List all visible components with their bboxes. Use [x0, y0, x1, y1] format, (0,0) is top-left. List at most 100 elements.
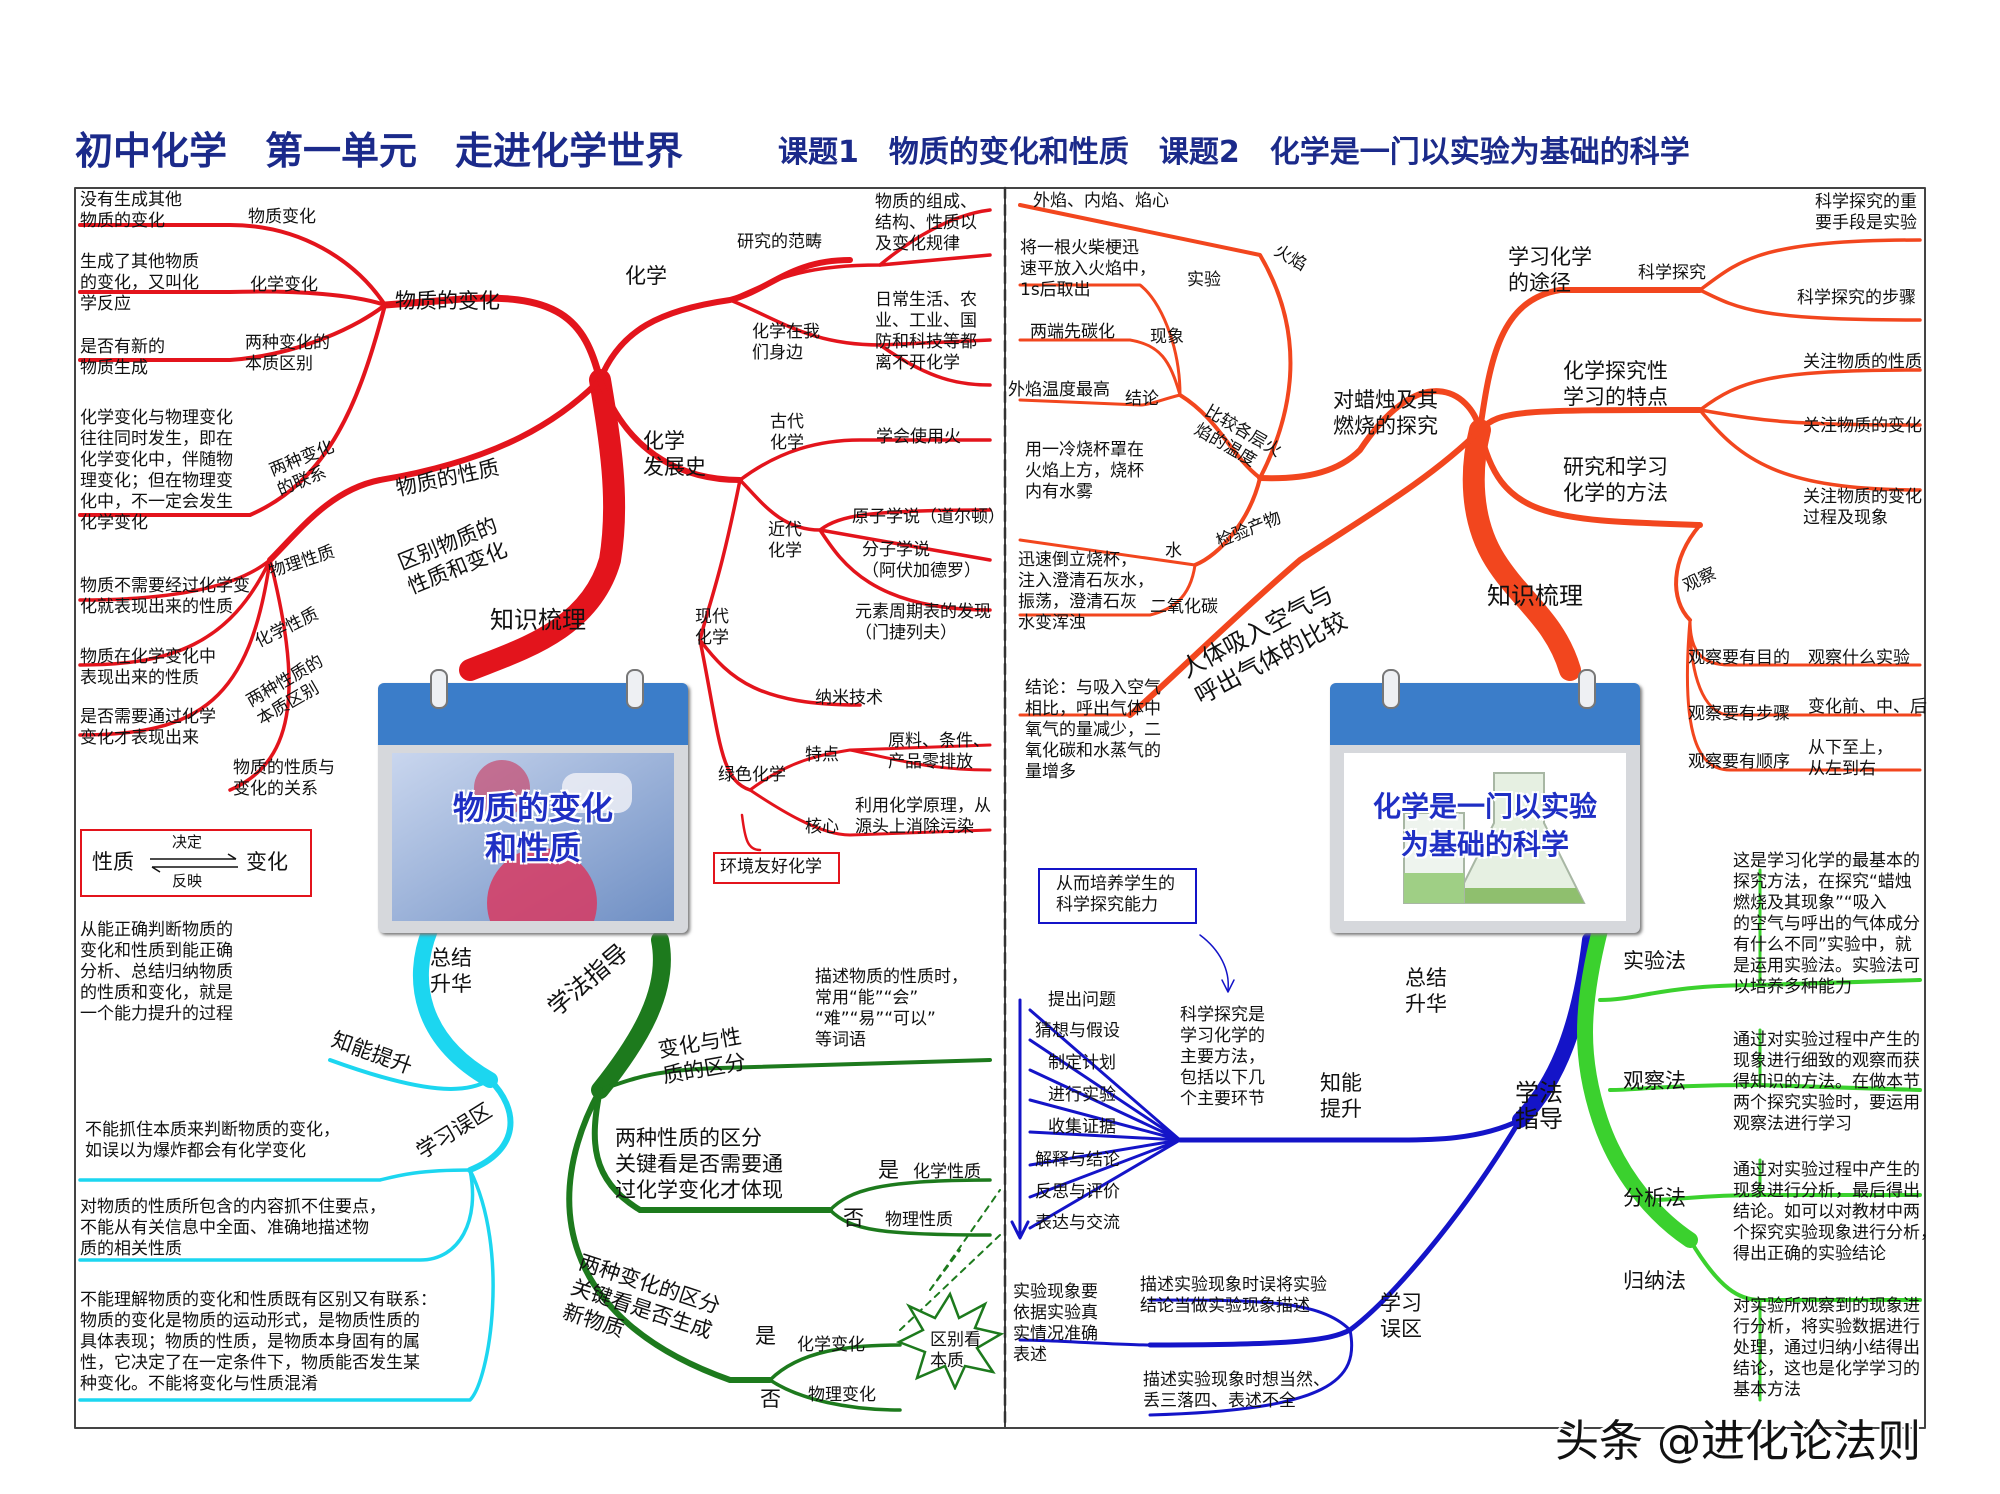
right-mistakes-label: 学习 误区 [1380, 1291, 1422, 1341]
chemical-property-def: 物质在化学变化中 表现出来的性质 [80, 647, 216, 688]
chemical-change-label: 化学变化 [250, 275, 318, 295]
chemistry-label: 化学 [625, 264, 667, 288]
box-change: 变化 [246, 850, 288, 874]
change-yes: 是 [755, 1324, 776, 1348]
ancient-item: 学会使用火 [876, 427, 961, 447]
property-change-relation: 物质的性质与 变化的关系 [233, 758, 335, 799]
history-label: 化学 发展史 [643, 429, 706, 479]
right-ability-label: 知能 提升 [1320, 1071, 1362, 1121]
step-4: 进行实验 [1048, 1085, 1116, 1105]
right-method-label: 学法 指导 [1515, 1079, 1563, 1133]
experiment-def: 将一根火柴梗迅 速平放入火焰中， 1s后取出 [1020, 238, 1156, 300]
breath-def: 结论：与吸入空气 相比，呼出气体中 氧气的量减少，二 氧化碳和水蒸气的 量增多 [1025, 678, 1161, 782]
physical-property-def: 物质不需要经过化学变 化就表现出来的性质 [80, 576, 250, 617]
flame-parts: 外焰、内焰、焰心 [1033, 191, 1169, 211]
experiment-method-label: 实验法 [1623, 949, 1686, 973]
change-relation-def: 化学变化与物理变化 往往同时发生，即在 化学变化中，伴随物 理变化；但在物理变 … [80, 408, 233, 533]
atom-theory: 原子学说（道尔顿） [852, 507, 1005, 527]
change-no-item: 物理变化 [808, 1385, 876, 1405]
around-def: 日常生活、农 业、工业、国 防和科技等都 离不开化学 [875, 290, 977, 373]
feature-2: 关注物质的变化 [1803, 416, 1922, 436]
phenomenon-label: 现象 [1150, 327, 1184, 347]
prop-yes-item: 化学性质 [913, 1162, 981, 1182]
box-reflect: 反映 [172, 872, 203, 890]
beaker-photo [1344, 753, 1626, 921]
conclusion-def: 外焰温度最高 [1008, 380, 1110, 400]
inquiry-desc: 科学探究是 学习化学的 主要方法， 包括以下几 个主要环节 [1180, 1005, 1265, 1109]
step-8: 表达与交流 [1035, 1213, 1120, 1233]
essence-star-label: 区别看 本质 [930, 1330, 981, 1371]
scope-label: 研究的范畴 [737, 232, 822, 252]
modern-label: 现代 化学 [695, 607, 729, 648]
features-label: 化学探究性 学习的特点 [1563, 359, 1668, 409]
change-essence-def: 是否有新的 物质生成 [80, 337, 165, 378]
green-feature-label: 特点 [805, 745, 839, 765]
property-essence-def: 是否需要通过化学 变化才表现出来 [80, 707, 216, 748]
green-core-def: 利用化学原理，从 源头上消除污染 [855, 796, 991, 837]
experiment-label: 实验 [1187, 270, 1221, 290]
co2-def: 迅速倒立烧杯， 注入澄清石灰水， 振荡，澄清石灰 水变浑浊 [1018, 550, 1154, 633]
essence-star [895, 1291, 1005, 1390]
step-7: 反思与评价 [1035, 1182, 1120, 1202]
observe-b-3: 从下至上， 从左到右 [1808, 738, 1893, 779]
left-mistake-2: 对物质的性质所包含的内容抓不住要点， 不能从有关信息中全面、准确地描述物 质的相… [80, 1197, 386, 1259]
change-essence-label: 两种变化的 本质区别 [245, 333, 330, 374]
green-chem-label: 绿色化学 [718, 765, 786, 785]
right-lime-branches [1577, 868, 1922, 1402]
right-calendar-caption: 化学是一门以实验 为基础的科学 [1372, 790, 1597, 861]
inquiry-ability-text: 从而培养学生的 科学探究能力 [1056, 874, 1175, 915]
way-sub-1: 科学探究的重 要手段是实验 [1815, 192, 1917, 233]
scope-def: 物质的组成、 结构、性质以 及变化规律 [875, 192, 977, 254]
step-3: 制定计划 [1048, 1053, 1116, 1073]
inquiry-ability-box: 从而培养学生的 科学探究能力 [1038, 868, 1197, 924]
watermark: 头条 @进化论法则 [1555, 1416, 1921, 1467]
left-mistake-1: 不能抓住本质来判断物质的变化， 如误以为爆炸都会有化学变化 [85, 1120, 340, 1161]
property-change-box: 性质 变化 决定 反映 [80, 829, 312, 897]
prop-yes: 是 [878, 1158, 899, 1182]
page-subtitle: 课题1 物质的变化和性质 课题2 化学是一门以实验为基础的科学 [778, 135, 1690, 170]
periodic-table: 元素周期表的发现 （门捷列夫） [855, 602, 991, 643]
left-calendar-caption: 物质的变化 和性质 [452, 789, 613, 867]
box-arrows [150, 853, 238, 873]
physical-change-def: 没有生成其他 物质的变化 [80, 190, 182, 231]
analysis-method-label: 分析法 [1623, 1186, 1686, 1210]
modern-early-label: 近代 化学 [768, 520, 802, 561]
prop-no: 否 [843, 1206, 864, 1230]
phenomenon-def: 两端先碳化 [1030, 322, 1115, 342]
experiment-method-def: 这是学习化学的最基本的 探究方法，在探究“蜡烛 燃烧及其现象”“吸入 的空气与呼… [1733, 851, 1920, 997]
right-mistake-2: 描述实验现象时想当然、 丢三落四、表述不全 [1143, 1370, 1330, 1411]
left-calendar: 物质的变化 和性质 [378, 669, 688, 933]
left-red-branches [78, 208, 992, 852]
green-feature-def: 原料、条件、 产品零排放 [888, 731, 990, 772]
observe-a-2: 观察要有步骤 [1688, 704, 1790, 724]
water-label: 水 [1165, 541, 1182, 561]
change-label: 物质的变化 [395, 289, 500, 313]
right-hub-label: 知识梳理 [1487, 582, 1583, 610]
right-calendar: 化学是一门以实验 为基础的科学 [1330, 669, 1640, 933]
step-1: 提出问题 [1048, 990, 1116, 1010]
diff-def: 描述物质的性质时， 常用“能”“会” “难”“易”“可以” 等词语 [815, 967, 968, 1050]
left-cyan-branches [78, 922, 514, 1402]
observe-method-def: 通过对实验过程中产生的 现象进行细致的观察而获 得知识的方法。在做本节 两个探究… [1733, 1030, 1920, 1134]
box-property: 性质 [92, 850, 134, 874]
physical-change-label: 物质变化 [248, 207, 316, 227]
step-6: 解释与结论 [1035, 1150, 1120, 1170]
lab-flask-photo [392, 753, 674, 921]
around-label: 化学在我 们身边 [752, 322, 820, 363]
left-ability-def: 从能正确判断物质的 变化和性质到能正确 分析、总结归纳物质 的性质和变化，就是 … [80, 920, 233, 1024]
induction-method-def: 对实验所观察到的现象进 行分析，将实验数据进行 处理，通过归纳小结得出 结论，这… [1733, 1296, 1920, 1400]
nano-tech: 纳米技术 [815, 688, 883, 708]
left-summary-label: 总结 升华 [430, 946, 472, 996]
right-orange-branches [1018, 203, 1922, 772]
eco-chem-box: 环境友好化学 [713, 852, 840, 884]
observe-a-1: 观察要有目的 [1688, 648, 1790, 668]
page-title: 初中化学 第一单元 走进化学世界 [75, 129, 684, 173]
green-core-label: 核心 [805, 817, 839, 837]
left-hub-label: 知识梳理 [490, 606, 586, 634]
methods-label: 研究和学习 化学的方法 [1563, 455, 1668, 505]
left-green-branches [566, 931, 1001, 1412]
molecule-theory: 分子学说 （阿伏加德罗） [862, 540, 981, 581]
right-summary-label: 总结 升华 [1405, 966, 1447, 1016]
way-label: 学习化学 的途径 [1508, 245, 1592, 295]
